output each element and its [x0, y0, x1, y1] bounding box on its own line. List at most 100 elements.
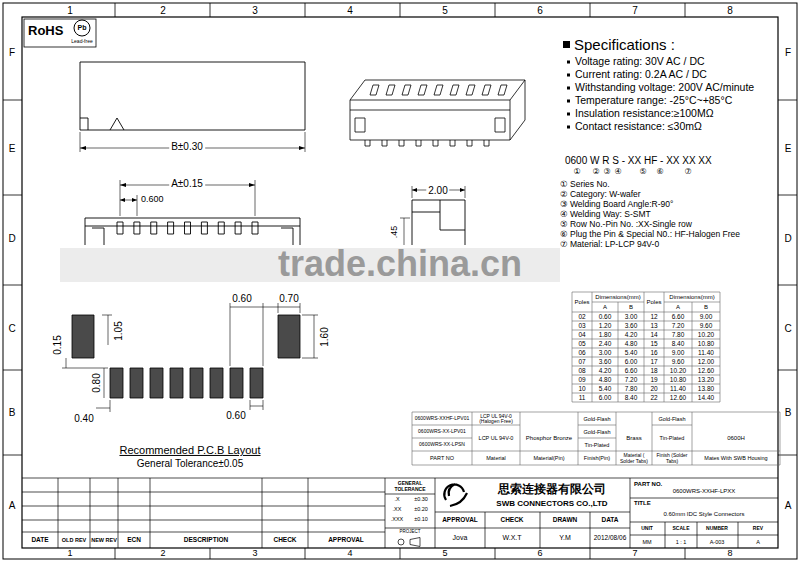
grid-reference: 2 [160, 549, 165, 559]
title-block-text: OLD REV [60, 537, 88, 543]
title-block-text: CHECK [273, 536, 296, 543]
table-cell: Material(Pin) [533, 455, 564, 461]
table-cell: Finish(Pin) [584, 455, 610, 461]
title-block-text: ±0.30 [414, 496, 428, 502]
title-block-text: MM [642, 538, 651, 544]
table-cell: 3.60 [599, 358, 612, 365]
grid-reference: 3 [252, 549, 257, 559]
title-block-text: APPROVAL [442, 516, 478, 523]
grid-reference: 1 [67, 5, 73, 16]
front-view [85, 218, 300, 245]
grid-reference: F [785, 47, 791, 58]
arrowheads [80, 146, 465, 202]
table-cell: 8.40 [625, 394, 638, 401]
title-block-text: DESCRIPTION [184, 536, 228, 543]
table-cell: 1.80 [599, 331, 612, 338]
specification-text: Temperature range: -25°C~+85°C [575, 95, 732, 107]
grid-reference: 1 [67, 549, 72, 559]
dimension: 0.15 [52, 335, 63, 354]
company-logo [444, 484, 467, 506]
title-block-text: NEW REV [91, 537, 117, 543]
title-block-text: A-003 [710, 538, 725, 544]
table-cell: 11 [579, 394, 586, 401]
grid-reference: 3 [252, 5, 258, 16]
table-cell: 12.00 [698, 358, 714, 365]
table-cell: 03 [578, 322, 585, 329]
table-cell: 04 [578, 331, 585, 338]
table-cell: 6.00 [625, 358, 638, 365]
grid-reference: B [785, 407, 792, 418]
table-cell: 6.00 [599, 394, 612, 401]
table-cell: Dimensions(mm) [669, 294, 714, 301]
table-cell: 11.40 [670, 385, 686, 392]
logo-text: Pb [78, 24, 87, 32]
table-cell: 10.80 [698, 340, 714, 347]
table-cell: 0600WRS-XX-LPV01 [418, 429, 466, 435]
table-cell: LCP UL 94V-0 (Halogen Free) [473, 413, 519, 424]
isometric-view [350, 80, 525, 146]
layout-note: Recommended P.C.B Layout [119, 444, 260, 456]
table-cell: 7.80 [672, 331, 685, 338]
table-cell: 4.80 [625, 340, 638, 347]
grid-reference: 7 [632, 549, 637, 559]
specification-text: Current rating: 0.2A AC / DC [575, 69, 707, 81]
table-cell: 6.60 [672, 313, 685, 320]
table-cell: Tin-Plated [660, 435, 685, 441]
title-block-text: 0600WRS-XXHF-LPXX [673, 488, 736, 495]
title-block-text: 思索连接器有限公司 [498, 483, 606, 496]
table-cell: Poles [574, 299, 589, 306]
table-cell: Material ( Solder Tabs) [617, 453, 651, 464]
title-block-text: ECN [127, 536, 141, 543]
part-code-text: ④ Welding Way: S-SMT [560, 210, 651, 219]
table-cell: B [704, 304, 708, 311]
table-cell: 14 [650, 331, 657, 338]
table-cell: 10 [578, 385, 585, 392]
logo-text: RoHS [28, 24, 63, 38]
table-cell: 16 [650, 349, 657, 356]
table-cell: 08 [578, 367, 585, 374]
table-cell: Material [486, 455, 506, 461]
table-cell: Poles [646, 299, 661, 306]
dimension: 0.70 [279, 293, 298, 304]
watermark: trade.china.cn [278, 244, 522, 284]
grid-reference: 5 [442, 5, 448, 16]
part-code-text: ③ [603, 168, 610, 177]
table-cell: 7.20 [672, 322, 685, 329]
title-block-text: W.X.T [502, 534, 521, 542]
part-code-text: ① Series No. [560, 180, 610, 189]
specification-text: Voltage rating: 30V AC / DC [575, 56, 705, 68]
dimension: 1.05 [113, 321, 124, 340]
zone-ticks [3, 3, 797, 559]
part-code-text: ④ [614, 168, 621, 177]
table-cell: 12.60 [698, 367, 714, 374]
dimension: .45 [390, 226, 400, 239]
grid-reference: F [9, 47, 15, 58]
logo-text: Lead-free [71, 39, 92, 45]
title-block-text: A [756, 538, 760, 544]
part-code-text: 0600 W R S - XX HF - XX XX XX [565, 155, 712, 166]
part-code-text: ① [573, 168, 580, 177]
table-cell: 1.20 [599, 322, 612, 329]
dimension: 0.600 [141, 195, 164, 205]
table-cell: 9.60 [672, 358, 685, 365]
table-cell: 13.80 [698, 385, 714, 392]
table-cell: 0600H [727, 435, 745, 442]
title-block-text: ±0.20 [414, 506, 428, 512]
table-cell: B [629, 304, 633, 311]
table-cell: 14.40 [698, 394, 714, 401]
grid-reference: 2 [160, 5, 166, 16]
table-cell: 05 [578, 340, 585, 347]
table-cell: 18 [650, 367, 657, 374]
part-code-text: ⑦ Material: LP-LCP 94V-0 [560, 240, 659, 249]
title-block-text: NUMBER [706, 526, 728, 532]
table-cell: 5.40 [599, 385, 612, 392]
table-cell: A [676, 304, 680, 311]
lead-free-circle [74, 20, 90, 36]
table-cell: Gold-Flash [584, 428, 611, 434]
dimension: 2.00 [426, 185, 449, 196]
table-cell: 9.60 [700, 322, 713, 329]
table-cell: 0600WRS-XX-LPSN [419, 442, 465, 448]
table-cell: 10.80 [670, 376, 686, 383]
title-block-text: PROJECT [399, 530, 420, 535]
